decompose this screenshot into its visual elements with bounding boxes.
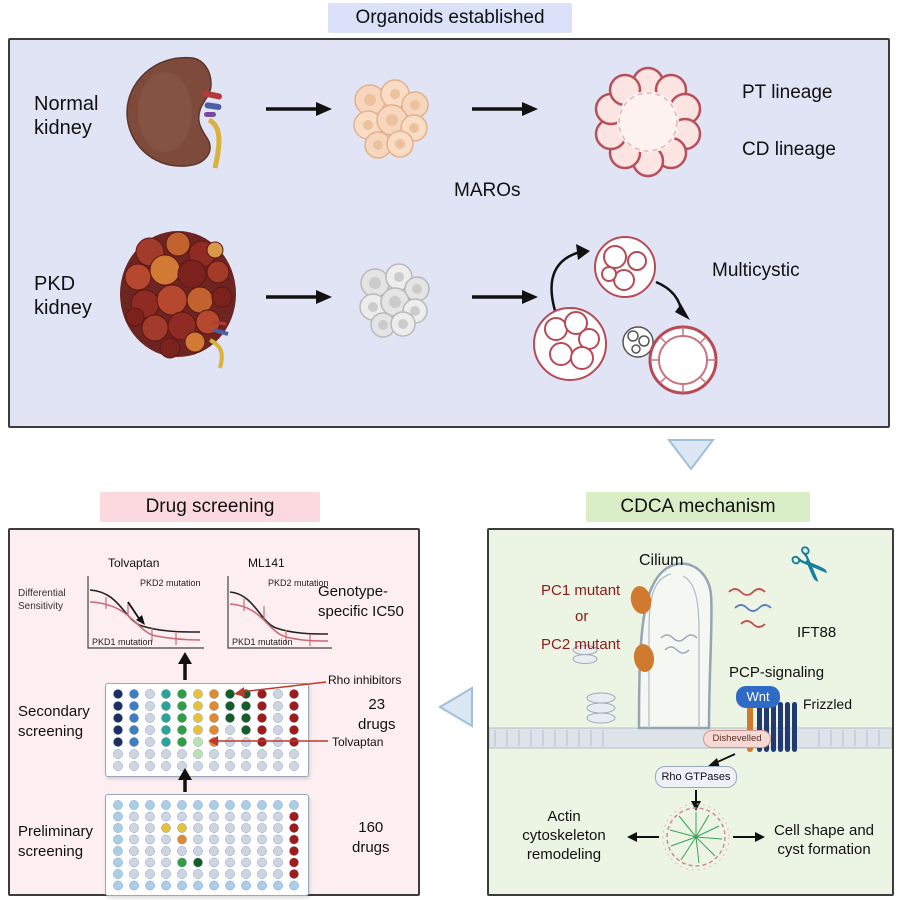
- pt-lineage-label: PT lineage: [742, 82, 833, 103]
- cdca-panel: Cilium PC1 mutant or PC2 mutant ✂ IFT88 …: [487, 528, 894, 896]
- secondary-screening-plate: [105, 683, 309, 777]
- organoids-panel: Normal kidney: [8, 38, 890, 428]
- pkd1-mutation-label: PKD1 mutation: [92, 637, 153, 647]
- pkd1-mutation-label: PKD1 mutation: [232, 637, 293, 647]
- normal-cell-cluster-icon: [340, 70, 440, 170]
- genotype-ic50-label: Genotype- specific IC50: [318, 583, 404, 620]
- arrow-right-icon: [264, 288, 334, 306]
- normal-kidney-icon: [115, 50, 245, 180]
- secondary-screening-label: Secondary screening: [18, 703, 90, 740]
- arrow-right-icon: [264, 100, 334, 118]
- cdca-illustration: [489, 530, 892, 894]
- cd-lineage-label: CD lineage: [742, 139, 836, 160]
- normal-kidney-label: Normal kidney: [34, 93, 99, 139]
- wnt-badge: Wnt: [736, 686, 780, 708]
- dose-response-graph-tolvaptan: PKD2 mutation PKD1 mutation: [72, 570, 210, 664]
- maros-label: MAROs: [454, 180, 521, 201]
- arrow-up-icon: [176, 768, 194, 794]
- pc1-mutant-label: PC1 mutant: [541, 582, 621, 599]
- frizzled-label: Frizzled: [803, 696, 853, 712]
- connector-down-triangle-icon: [666, 437, 716, 473]
- connector-left-triangle-icon: [434, 684, 478, 730]
- multicystic-label: Multicystic: [712, 260, 800, 281]
- rho-gtpases-badge: Rho GTPases: [655, 766, 737, 788]
- drug-screening-panel: Differential Sensitivity Tolvaptan ML141…: [8, 528, 420, 896]
- drugs-160-label: 160 drugs: [352, 819, 390, 856]
- cilium-label: Cilium: [639, 552, 684, 569]
- dose-response-graph-ml141: PKD2 mutation PKD1 mutation: [214, 570, 338, 664]
- preliminary-screening-label: Preliminary screening: [18, 823, 94, 860]
- organoid-rosette-icon: [588, 62, 708, 182]
- rho-callout-line-icon: [232, 676, 330, 698]
- actin-remodeling-label: Actin cytoskeleton remodeling: [522, 808, 606, 863]
- graph-ml141-title: ML141: [248, 556, 285, 570]
- arrow-right-icon: [470, 100, 540, 118]
- tolvaptan-callout-line-icon: [206, 734, 332, 748]
- section-title-organoids: Organoids established: [328, 3, 572, 33]
- pkd2-mutation-label: PKD2 mutation: [140, 578, 201, 588]
- section-title-drug-screening: Drug screening: [100, 492, 320, 522]
- arrow-right-icon: [470, 288, 540, 306]
- pc2-mutant-label: PC2 mutant: [541, 636, 621, 653]
- section-title-cdca: CDCA mechanism: [586, 492, 810, 522]
- rho-inhibitors-callout: Rho inhibitors: [328, 673, 402, 687]
- multicystic-organoids-icon: [528, 222, 723, 402]
- pcp-signaling-label: PCP-signaling: [729, 664, 825, 681]
- cell-shape-label: Cell shape and cyst formation: [773, 822, 875, 858]
- preliminary-screening-plate: [105, 794, 309, 896]
- differential-sensitivity-label: Differential Sensitivity: [18, 588, 66, 612]
- pkd-kidney-label: PKD kidney: [34, 273, 92, 319]
- graph-tolvaptan-title: Tolvaptan: [108, 556, 160, 570]
- drugs-23-label: 23 drugs: [358, 696, 396, 733]
- or-label: or: [575, 608, 589, 625]
- pkd-cell-cluster-icon: [347, 255, 439, 347]
- dishevelled-badge: Dishevelled: [703, 730, 771, 748]
- arrow-up-icon: [176, 652, 194, 682]
- pkd2-mutation-label: PKD2 mutation: [268, 578, 329, 588]
- tolvaptan-callout: Tolvaptan: [332, 735, 384, 749]
- pkd-kidney-icon: [110, 222, 255, 370]
- ift88-label: IFT88: [797, 624, 837, 641]
